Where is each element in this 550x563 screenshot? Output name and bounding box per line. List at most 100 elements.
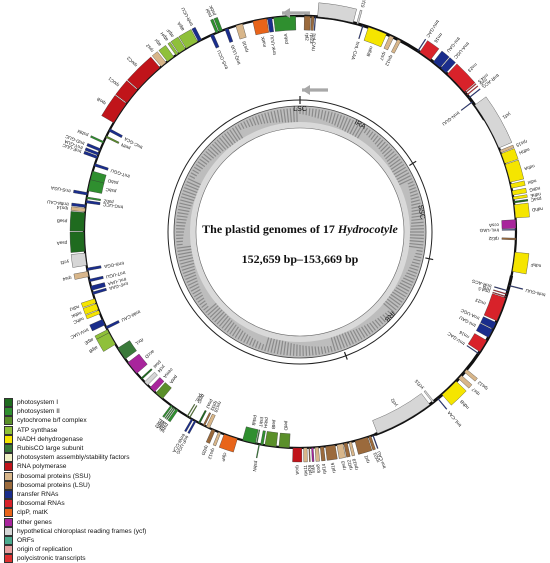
gene-label-rrn23: rrn23 [467, 62, 479, 73]
gene-block-trnL-CAA [358, 25, 363, 39]
gc-tick [294, 344, 295, 356]
gene-block-rpl16 [325, 445, 337, 460]
legend-swatch [4, 398, 13, 407]
gene-label-rpl32: rpl32 [488, 236, 499, 241]
gene-label-rpl14: rpl14 [321, 463, 327, 474]
gene-label-ycf1: ycf1 [501, 111, 511, 120]
gene-label-atpE: atpE [84, 337, 95, 346]
legend-item: RNA polymerase [4, 462, 174, 471]
legend-label: photosystem assembly/stability factors [17, 454, 130, 461]
gene-block-trnL-UAG [502, 229, 516, 230]
map-title: The plastid genomes of 17 Hydrocotyle [150, 222, 450, 237]
gene-label-trnL-CAA: trnL-CAA [350, 41, 361, 61]
gene-label-rpl20: rpl20 [200, 445, 209, 457]
legend-item: NADH dehydrogenase [4, 435, 174, 444]
gene-label-rpoC2: rpoC2 [126, 55, 139, 68]
gene-label-rbcL: rbcL [134, 337, 145, 346]
legend-swatch [4, 545, 13, 554]
gene-label-trnL-CAA: trnL-CAA [446, 409, 462, 427]
gene-label-rps2: rps2 [145, 43, 155, 53]
gene-block-trnfM-CAU [71, 203, 85, 207]
legend-item: cytochrome b/f complex [4, 416, 174, 425]
gene-label-rpl16: rpl16 [330, 462, 336, 473]
gene-label-accD: accD [144, 349, 156, 360]
gene-label-rpl2: rpl2 [363, 454, 370, 463]
legend-item: ribosomal proteins (SSU) [4, 472, 174, 481]
legend-item: ATP synthase [4, 426, 174, 435]
gene-block-trnQ-UUG [225, 28, 233, 42]
legend-swatch [4, 426, 13, 435]
gene-block-petB [265, 431, 278, 446]
gene-label-trnN-GUU: trnN-GUU [525, 288, 546, 298]
gene-label-rps4: rps4 [62, 275, 72, 282]
region-boundary-tick [409, 161, 416, 165]
gene-block-ndhG [512, 188, 527, 195]
gene-label-ndhF: ndhF [530, 262, 541, 268]
gene-block-psbH [261, 431, 266, 445]
gc-tick [309, 108, 310, 115]
gene-block-trnT-UGU [89, 276, 103, 282]
gene-label-petB: petB [271, 419, 277, 429]
map-title-prefix: The plastid genomes of 17 [202, 222, 338, 236]
gene-block-trnC-GCA [109, 129, 123, 138]
gene-label-atpI: atpI [154, 38, 163, 47]
gene-block-ycf3 [71, 253, 86, 267]
gene-label-rps7: rps7 [379, 51, 388, 62]
gene-block-ycf2 [373, 393, 430, 433]
gene-label-ndhA: ndhA [523, 164, 536, 172]
legend-item: photosystem assembly/stability factors [4, 453, 174, 462]
gene-label-trnN-GUU: trnN-GUU [441, 110, 460, 126]
gene-label-rrn23: rrn23 [474, 297, 486, 306]
gene-label-rps16: rps16 [241, 40, 249, 53]
gene-block-trnS-GGA [87, 266, 101, 271]
legend-label: transfer RNAs [17, 491, 58, 498]
gene-block-rps8 [315, 447, 320, 461]
gene-block-psbZ [87, 197, 101, 201]
gene-label-psbB: psbB [251, 415, 258, 426]
gene-label-petD: petD [283, 421, 289, 432]
gene-block-rbcL [118, 341, 137, 359]
genome-size-range: 152,659 bp–153,669 bp [150, 252, 450, 267]
legend-label: cytochrome b/f complex [17, 417, 87, 424]
gene-label-atpA: atpA [176, 20, 186, 31]
legend-swatch [4, 444, 13, 453]
gene-label-psbD: psbD [106, 178, 118, 186]
gene-block-rpl20 [206, 429, 215, 443]
gene-block-rpl36 [309, 448, 311, 462]
legend-label: other genes [17, 519, 52, 526]
legend-label: polycistronic transcripts [17, 555, 86, 562]
gene-block-trnR-ACG [469, 89, 481, 98]
gene-label-rpoC1: rpoC1 [107, 76, 120, 88]
gene-block-rpl23 [311, 16, 314, 30]
gene-label-ccsA: ccsA [488, 222, 499, 227]
legend-item: clpP, matK [4, 508, 174, 517]
legend-swatch [4, 536, 13, 545]
gene-label-trnQ-UUG: trnQ-UUG [230, 44, 242, 66]
gene-block-infA [311, 448, 314, 462]
legend-swatch [4, 527, 13, 536]
gene-label-rpoA: rpoA [295, 465, 300, 476]
legend-label: origin of replication [17, 546, 72, 553]
gene-label-rps7: rps7 [470, 387, 480, 397]
legend-swatch [4, 518, 13, 527]
gene-label-psaB: psaB [57, 218, 68, 223]
gene-label-trnS-GCU: trnS-GCU [216, 49, 229, 69]
legend-label: NADH dehydrogenase [17, 436, 83, 443]
gene-label-ndhH: ndhH [518, 147, 530, 155]
gene-label-ndhB: ndhB [366, 45, 375, 57]
legend-item: ribosomal proteins (LSU) [4, 481, 174, 490]
gc-tick [309, 346, 310, 355]
gene-block-petD [279, 433, 290, 448]
gene-block-psaA [70, 232, 85, 253]
gene-label-trnK-UUU: trnK-UUU [269, 35, 277, 55]
legend-label: ATP synthase [17, 427, 57, 434]
gc-tick [306, 346, 307, 356]
gc-tick [176, 241, 182, 242]
gene-label-trnS-UGA: trnS-UGA [50, 185, 71, 194]
direction-arrow-head [302, 85, 310, 95]
legend-item: polycistronic transcripts [4, 554, 174, 563]
gene-block-petN [106, 136, 119, 144]
gene-block-trnV-UAC [90, 319, 105, 331]
gene-label-ycf15: ycf15 [360, 0, 368, 9]
